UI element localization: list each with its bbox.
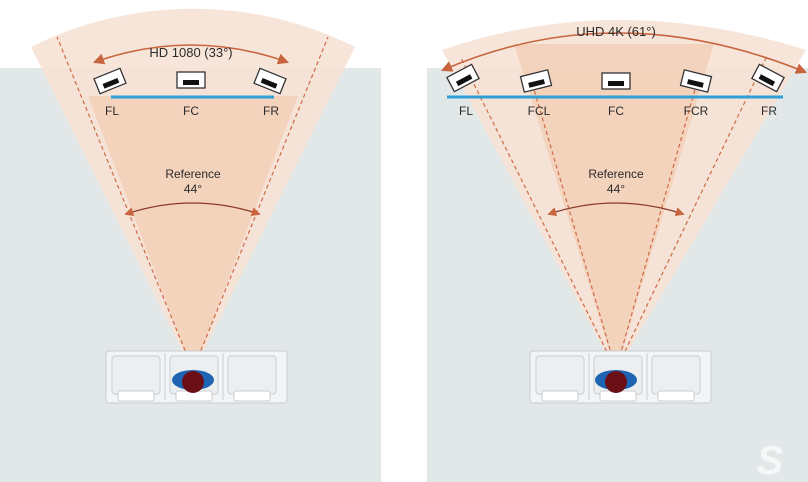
reference-angle: 44° (184, 182, 202, 196)
reference-angle: 44° (607, 182, 625, 196)
listener-icon (595, 370, 637, 393)
panel-hd: HD 1080 (33°) FL FC FR Reference 44° (0, 8, 381, 482)
dashed-line-fl (56, 36, 194, 371)
reference-label: Reference (165, 167, 221, 181)
dashed-line-fr (192, 36, 329, 371)
speaker-label-fr: FR (263, 104, 279, 118)
speaker-label-fr: FR (761, 104, 777, 118)
speaker-fl-icon (93, 67, 127, 95)
speaker-fcl-icon (519, 69, 553, 93)
listener-icon (172, 370, 214, 393)
dashed-line-fcl (532, 85, 617, 371)
hd-arc-arrow (92, 44, 290, 65)
watermark-logo: S (757, 439, 784, 482)
speaker-label-fcl: FCL (528, 104, 551, 118)
speaker-label-fc: FC (608, 104, 624, 118)
reference-cone (88, 96, 298, 372)
dashed-line-fr (615, 57, 767, 371)
speaker-fl-icon (446, 63, 480, 93)
speaker-fr-icon (253, 67, 287, 95)
reference-label: Reference (588, 167, 644, 181)
reference-arc-arrow (124, 202, 261, 217)
speaker-fr-icon (751, 63, 785, 93)
dashed-line-fl (460, 57, 617, 371)
speaker-fc-icon (601, 72, 631, 90)
dashed-line-fcr (615, 85, 697, 371)
uhd-arc-label: UHD 4K (61°) (576, 24, 656, 39)
speaker-label-fcr: FCR (684, 104, 709, 118)
panel-uhd: UHD 4K (61°) FL FCL FC FCR FR Re (427, 20, 808, 482)
speaker-fcr-icon (679, 69, 713, 93)
speaker-fc-icon (176, 71, 206, 89)
uhd-arc-arrow (440, 32, 808, 74)
reference-arc-arrow (547, 202, 685, 217)
speaker-label-fl: FL (459, 104, 473, 118)
speaker-label-fc: FC (183, 104, 199, 118)
hd-arc-label: HD 1080 (33°) (149, 45, 232, 60)
speaker-label-fl: FL (105, 104, 119, 118)
